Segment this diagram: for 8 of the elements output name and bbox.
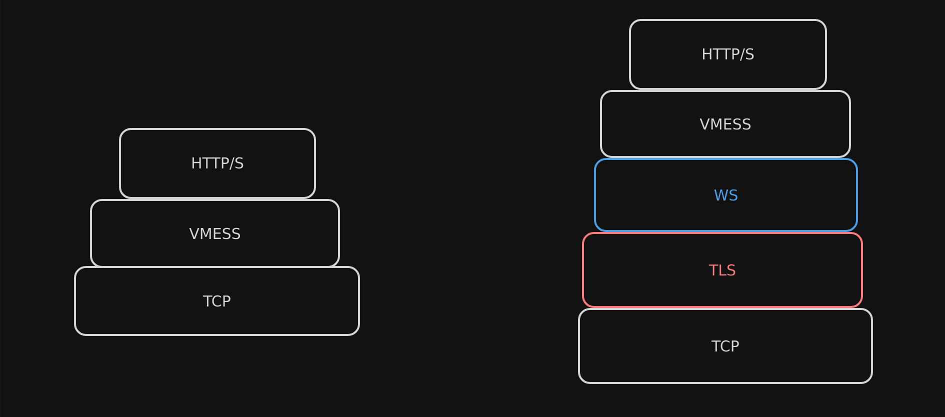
- layer-box: TLS: [582, 232, 863, 308]
- layer-box: WS: [594, 158, 858, 232]
- layer-box: TCP: [578, 308, 873, 384]
- layer-box: VMESS: [90, 198, 340, 268]
- layer-box: TCP: [74, 266, 360, 336]
- layer-box: VMESS: [600, 90, 851, 158]
- layer-box: HTTP/S: [629, 19, 827, 90]
- layer-box: HTTP/S: [119, 128, 316, 199]
